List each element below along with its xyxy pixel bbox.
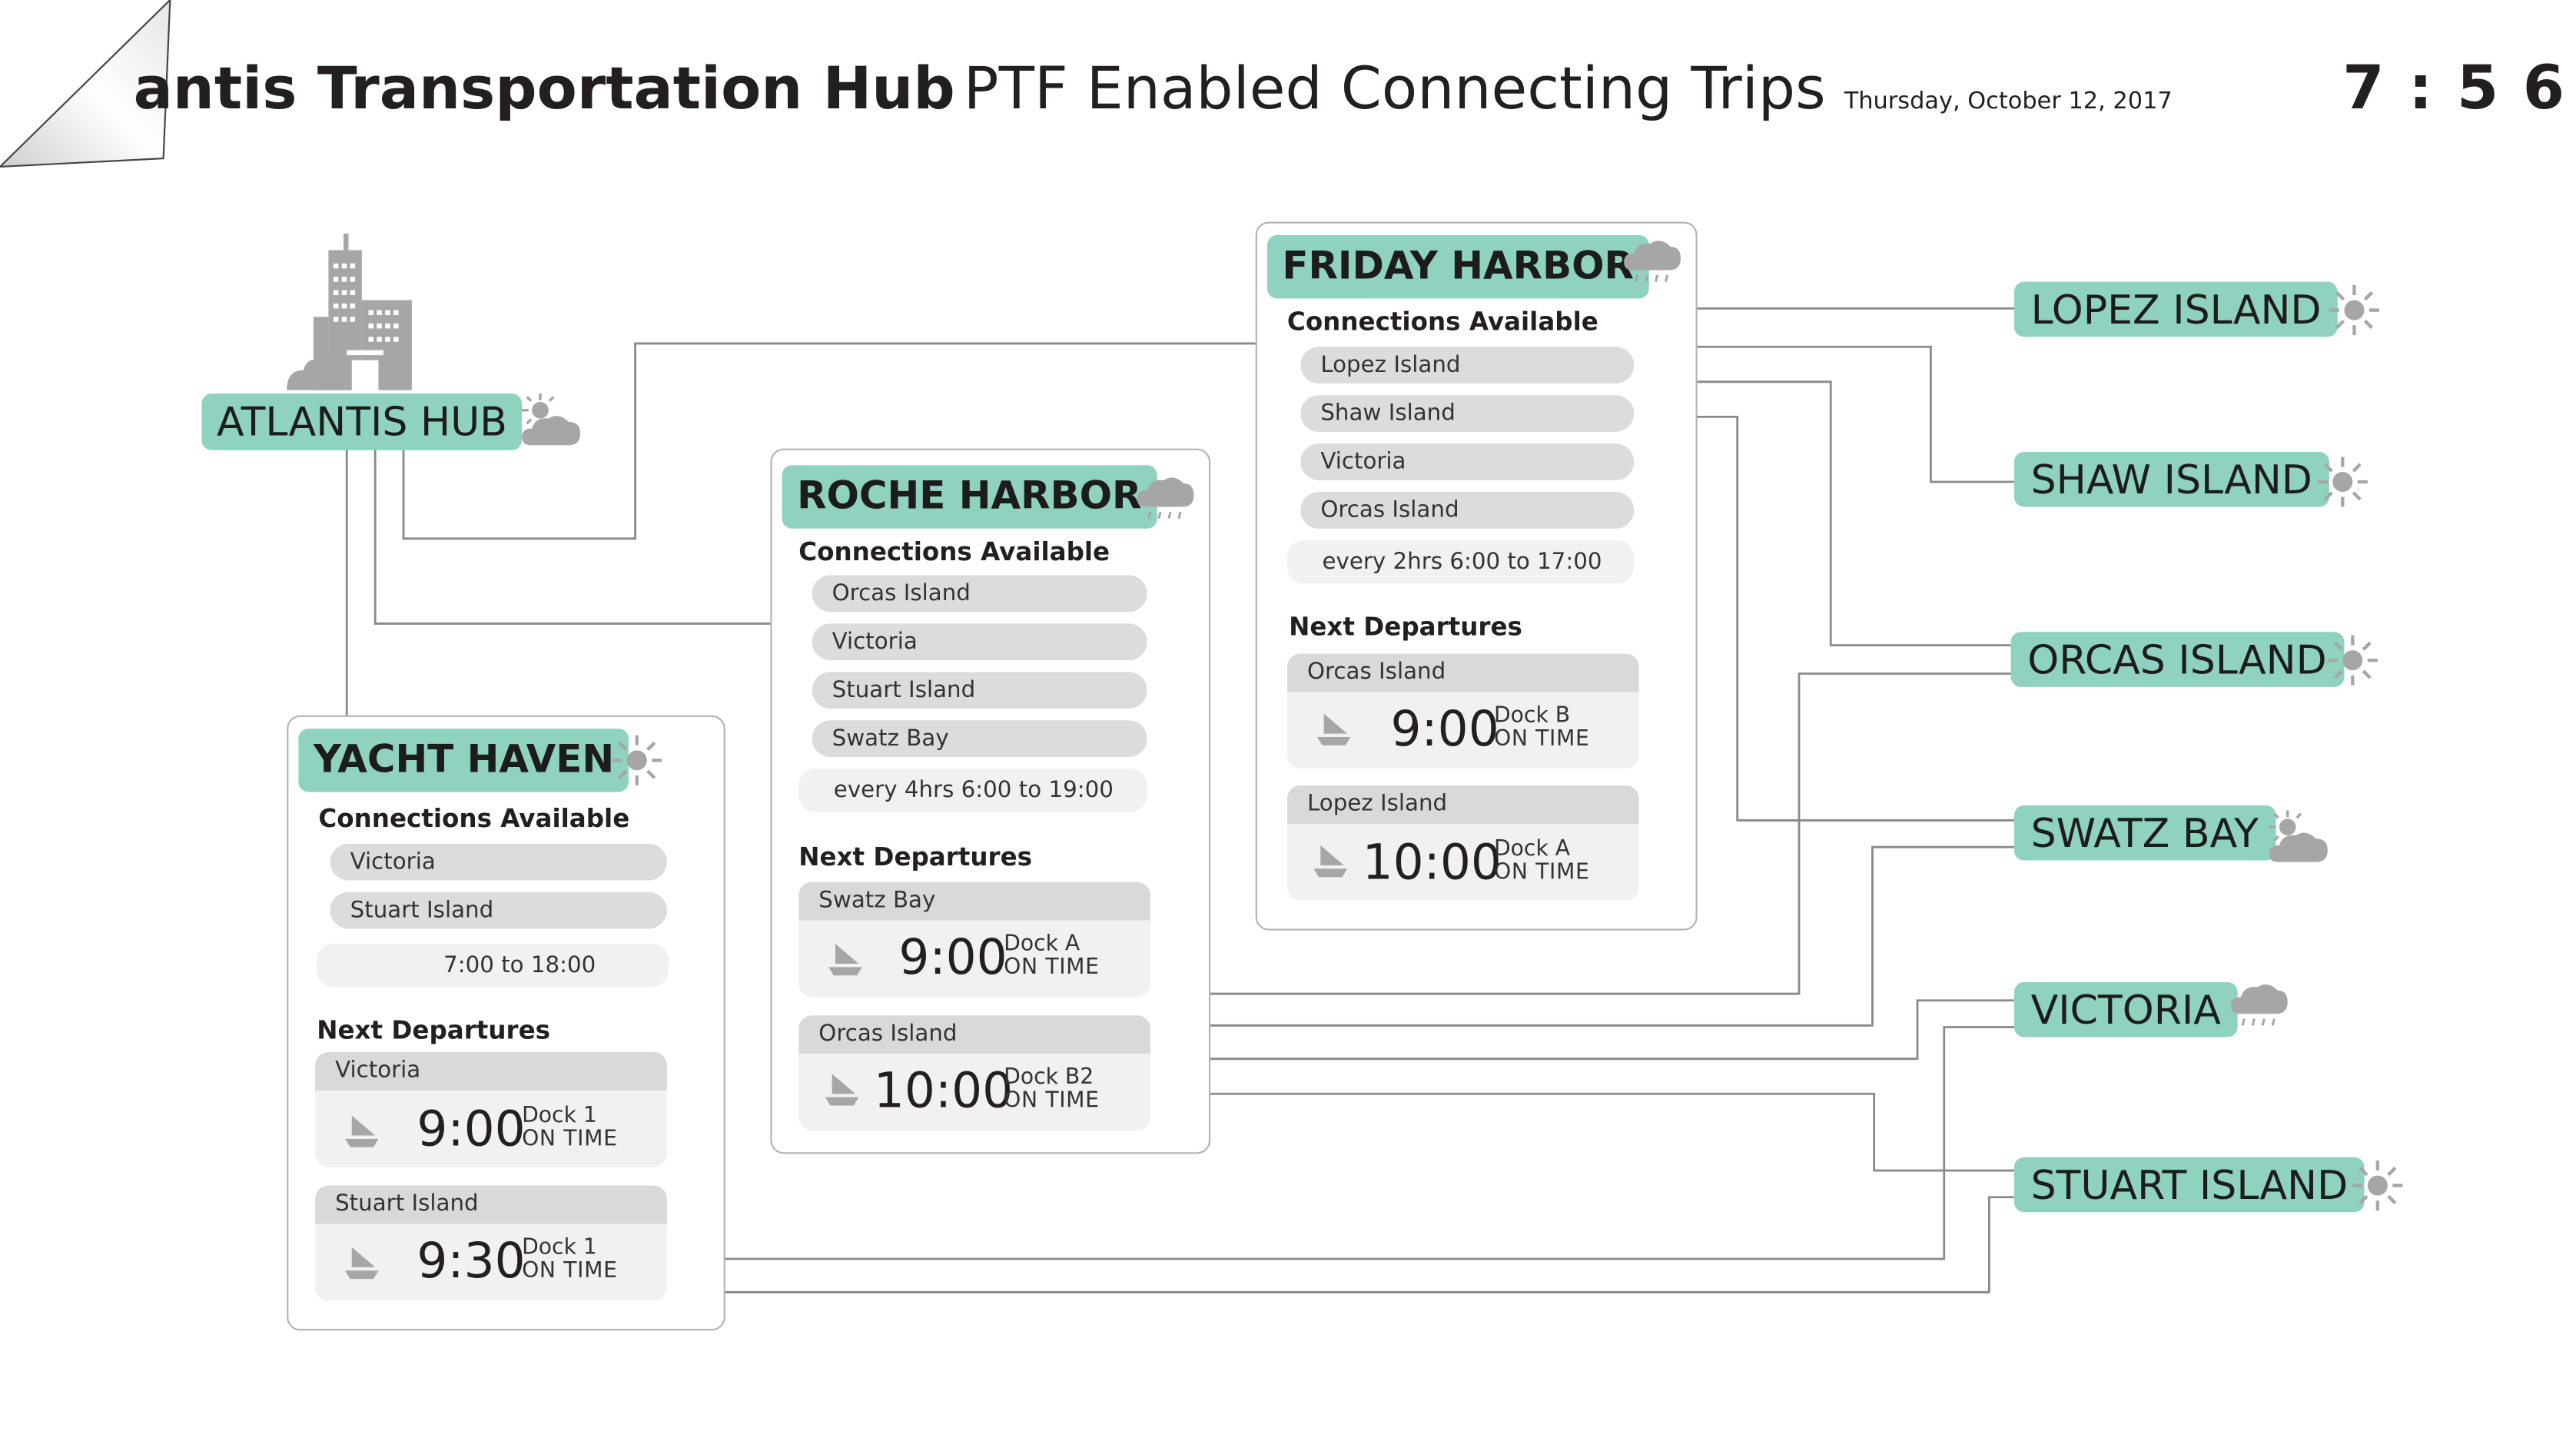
departure-card[interactable]: Victoria: [315, 1052, 667, 1167]
date-text: Thursday, October 12, 2017: [1844, 88, 2173, 115]
destination-shaw-island[interactable]: SHAW ISLAND: [2013, 451, 2329, 507]
sun-icon: [2352, 1160, 2403, 1211]
clock: 7 : 5 6: [2342, 55, 2567, 124]
route-hub-roche-harbor: [373, 417, 771, 625]
sun-icon: [612, 735, 662, 785]
connection-item[interactable]: Victoria: [330, 843, 667, 881]
hub-label[interactable]: ATLANTIS HUB: [201, 393, 523, 450]
connections-label: Connections Available: [798, 536, 1110, 567]
route-friday-swatz: [1695, 415, 2014, 822]
connection-item[interactable]: Shaw Island: [1300, 395, 1635, 432]
next-departures-label: Next Departures: [317, 1015, 551, 1046]
sun-icon: [2329, 285, 2380, 336]
connection-item[interactable]: Lopez Island: [1300, 347, 1635, 384]
departure-time: 9:00: [898, 928, 1007, 986]
connection-item[interactable]: Swatz Bay: [812, 720, 1147, 757]
sailboat-icon: [1313, 845, 1348, 878]
route-hub-friday-harbor: [402, 342, 1256, 540]
sailboat-icon: [345, 1115, 379, 1147]
sailboat-icon: [1316, 713, 1351, 745]
departure-destination: Victoria: [315, 1052, 667, 1091]
rain-cloud-icon: [1624, 241, 1681, 283]
departure-card[interactable]: Swatz Bay: [798, 882, 1151, 998]
departure-dock: Dock A: [1004, 931, 1081, 958]
rain-cloud-icon: [1137, 477, 1194, 520]
title-bold: antis Transportation Hub: [133, 56, 955, 124]
route-friday-shaw: [1695, 345, 2014, 483]
connection-item[interactable]: Victoria: [812, 623, 1147, 661]
departure-destination: Lopez Island: [1286, 785, 1639, 824]
departure-dock: Dock B2: [1004, 1065, 1094, 1091]
route-yacht-stuart: [723, 1196, 2014, 1293]
partly-cloudy-icon: [2269, 810, 2328, 862]
schedule-text: every 2hrs 6:00 to 17:00: [1286, 540, 1635, 584]
page-title: antis Transportation Hub PTF Enabled Con…: [134, 57, 2173, 124]
departure-card[interactable]: Orcas Island: [798, 1015, 1151, 1131]
departure-card[interactable]: Lopez Island: [1286, 785, 1639, 901]
route-yacht-victoria: [723, 1026, 2014, 1260]
sailboat-icon: [828, 943, 862, 976]
connection-item[interactable]: Stuart Island: [330, 891, 667, 929]
sailboat-icon: [825, 1074, 859, 1106]
next-departures-label: Next Departures: [798, 842, 1033, 872]
connections-label: Connections Available: [1286, 307, 1598, 337]
departure-destination: Orcas Island: [798, 1015, 1151, 1054]
connection-item[interactable]: Orcas Island: [812, 575, 1147, 613]
destination-swatz-bay[interactable]: SWATZ BAY: [2013, 805, 2276, 861]
rain-cloud-icon: [2230, 984, 2288, 1026]
route-roche-orcas: [1208, 672, 2014, 995]
departure-destination: Stuart Island: [315, 1185, 667, 1224]
title-light: PTF Enabled Connecting Trips: [963, 56, 1826, 124]
sailboat-icon: [345, 1247, 379, 1280]
route-roche-victoria: [1208, 999, 2014, 1061]
departure-status: ON TIME: [1004, 955, 1100, 981]
departure-status: ON TIME: [522, 1259, 618, 1284]
destination-stuart-island[interactable]: STUART ISLAND: [2013, 1157, 2365, 1213]
port-name-roche-harbor[interactable]: ROCHE HARBOR: [782, 465, 1157, 529]
route-roche-stuart: [1208, 1092, 2014, 1172]
departure-dock: Dock B: [1493, 703, 1571, 729]
connections-label: Connections Available: [318, 803, 630, 834]
departure-dock: Dock A: [1493, 837, 1571, 862]
destination-orcas-island[interactable]: ORCAS ISLAND: [2010, 632, 2344, 687]
departure-time: 9:00: [1390, 700, 1499, 757]
next-departures-label: Next Departures: [1289, 612, 1522, 642]
destination-victoria[interactable]: VICTORIA: [2013, 981, 2238, 1038]
sun-icon: [2327, 635, 2378, 686]
partly-cloudy-icon: [522, 393, 581, 446]
connection-item[interactable]: Stuart Island: [812, 672, 1147, 709]
departure-status: ON TIME: [522, 1127, 618, 1153]
departure-status: ON TIME: [1004, 1088, 1100, 1114]
departure-time: 10:00: [1362, 833, 1502, 891]
departure-dock: Dock 1: [522, 1104, 597, 1129]
connection-item[interactable]: Victoria: [1300, 443, 1635, 480]
departure-card[interactable]: Orcas Island: [1286, 653, 1639, 769]
destination-lopez-island[interactable]: LOPEZ ISLAND: [2013, 281, 2339, 337]
port-name-friday-harbor[interactable]: FRIDAY HARBOR: [1266, 234, 1649, 299]
page-curl-icon[interactable]: [0, 0, 184, 184]
departure-status: ON TIME: [1493, 726, 1590, 752]
departure-time: 9:00: [417, 1100, 526, 1157]
departure-time: 9:30: [417, 1232, 526, 1290]
departure-status: ON TIME: [1493, 860, 1590, 886]
schedule-text: every 4hrs 6:00 to 19:00: [798, 769, 1147, 812]
route-friday-orcas: [1695, 380, 2014, 647]
departure-time: 10:00: [873, 1062, 1014, 1119]
departure-destination: Orcas Island: [1286, 653, 1639, 692]
departure-dock: Dock 1: [522, 1235, 597, 1261]
schedule-text: 7:00 to 18:00: [317, 943, 669, 988]
port-name-yacht-haven[interactable]: YACHT HAVEN: [298, 729, 629, 792]
sun-icon: [2317, 457, 2368, 507]
departure-destination: Swatz Bay: [798, 882, 1151, 921]
connection-item[interactable]: Orcas Island: [1300, 492, 1635, 529]
city-skyline-icon: [287, 233, 412, 390]
route-roche-swatz: [1208, 845, 2014, 1027]
departure-card[interactable]: Stuart Island: [315, 1185, 667, 1301]
